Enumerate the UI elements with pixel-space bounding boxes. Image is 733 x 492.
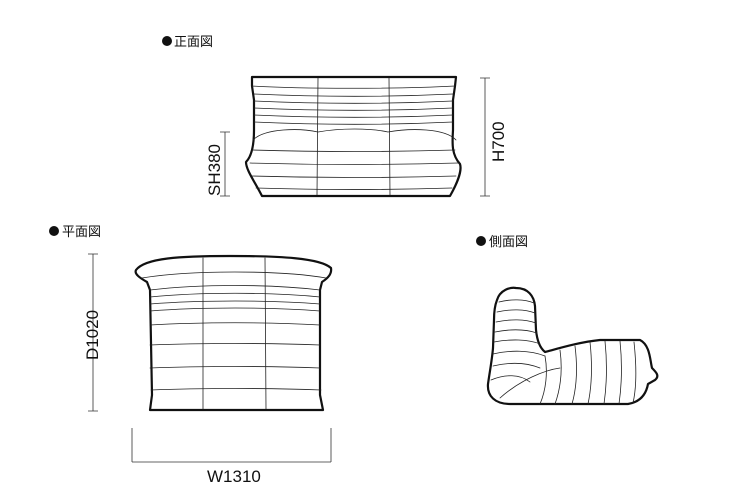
side-back-line — [496, 309, 536, 314]
side-view-heading: 側面図 — [489, 234, 528, 249]
front-back-line — [253, 100, 454, 104]
front-seat-line — [251, 149, 456, 152]
depth-label: D1020 — [83, 310, 102, 360]
height-label: H700 — [489, 121, 508, 162]
side-view: 側面図 — [476, 234, 659, 406]
side-seat-line — [618, 340, 622, 405]
plan-seat-line — [149, 343, 321, 346]
front-back-line — [253, 93, 454, 97]
plan-view-bullet — [49, 226, 59, 236]
front-sofa-outline — [244, 75, 462, 198]
side-seat-line — [587, 341, 592, 405]
side-back-line — [493, 339, 541, 345]
width-dimension-line — [131, 428, 332, 463]
side-back-line — [495, 319, 537, 324]
side-sofa-outline — [486, 286, 659, 406]
side-back-line — [494, 329, 538, 334]
plan-back-line — [149, 292, 321, 298]
width-label: W1310 — [207, 467, 261, 486]
plan-back-line — [149, 285, 321, 291]
front-back-line — [253, 107, 454, 111]
front-view-heading: 正面図 — [174, 34, 213, 49]
plan-back-line — [149, 300, 321, 305]
side-seat-line — [499, 367, 561, 399]
front-back-line — [253, 121, 454, 125]
plan-sofa-outline — [134, 254, 333, 412]
side-back-line — [498, 299, 535, 304]
side-back-line — [490, 375, 531, 383]
front-seat-line — [255, 187, 453, 190]
front-seat-line — [252, 128, 457, 141]
front-view: 正面図 H700 SH380 — [162, 34, 508, 198]
side-seat-line — [632, 341, 637, 404]
side-seat-line — [539, 355, 547, 405]
plan-seat-line — [149, 366, 321, 369]
side-seat-line — [571, 345, 577, 405]
side-view-bullet — [476, 236, 486, 246]
front-seat-line — [249, 162, 459, 165]
front-seam — [388, 77, 391, 196]
seat-height-label: SH380 — [205, 144, 224, 196]
side-back-line — [492, 350, 546, 357]
plan-back-line — [141, 271, 327, 279]
seat-height-dimension-line — [220, 131, 230, 197]
plan-view: 平面図 D1020 W1310 — [49, 224, 333, 486]
front-back-line — [251, 85, 456, 89]
front-view-bullet — [162, 36, 172, 46]
plan-seat-line — [149, 322, 321, 326]
front-back-line — [253, 114, 454, 118]
plan-view-heading: 平面図 — [62, 224, 101, 239]
side-back-line — [492, 362, 541, 369]
depth-dimension-line — [88, 253, 98, 412]
side-seat-line — [603, 340, 607, 405]
plan-back-line — [149, 307, 321, 312]
plan-seat-line — [150, 388, 322, 391]
front-seam — [316, 77, 319, 196]
front-seat-line — [251, 175, 457, 178]
side-seat-line — [554, 349, 562, 405]
height-dimension-line — [480, 77, 490, 197]
plan-seam — [264, 257, 267, 410]
